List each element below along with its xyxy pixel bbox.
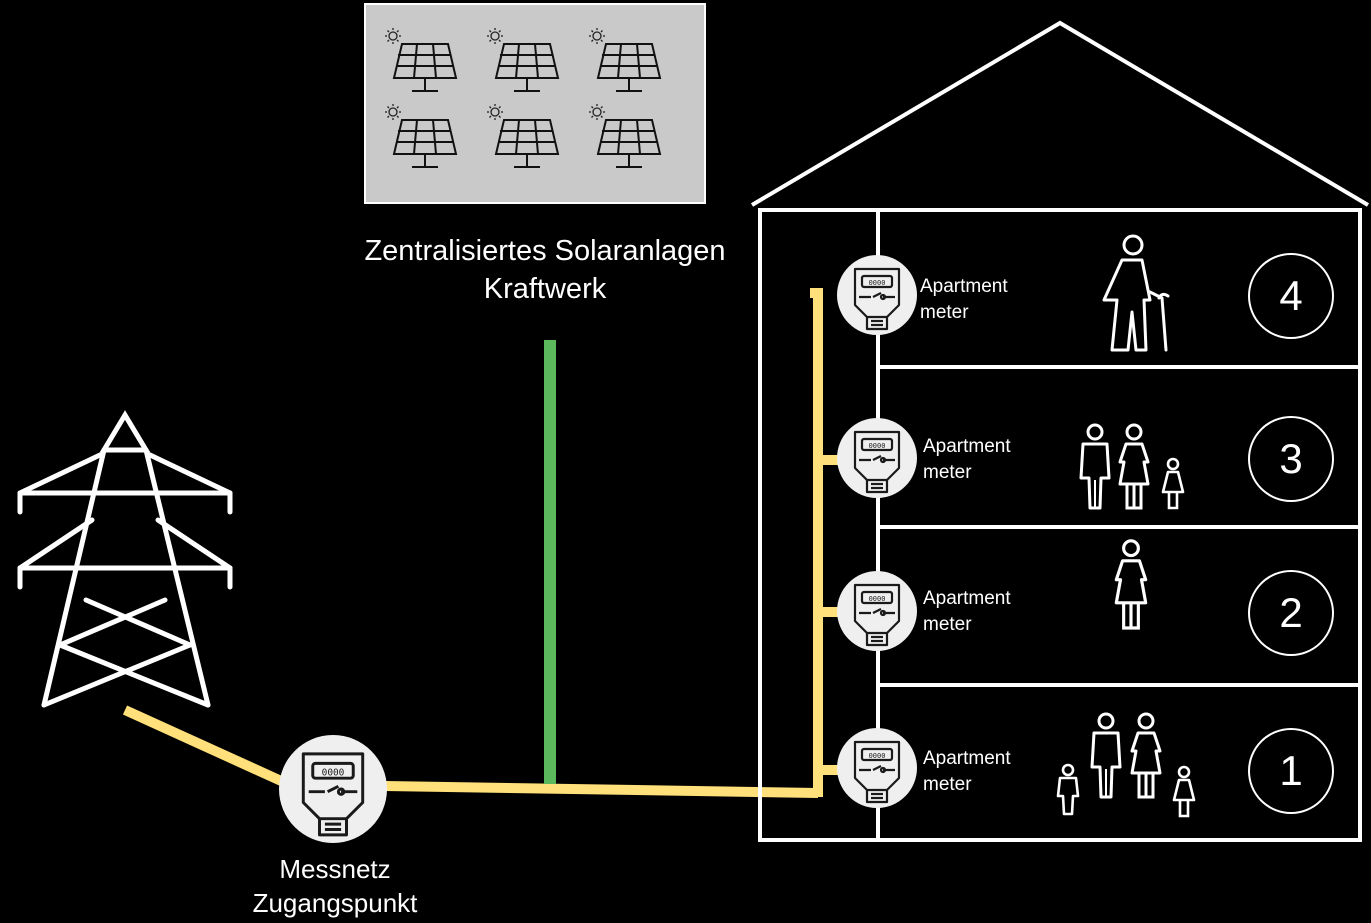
apartment-meter-label-2: Apartment meter: [923, 586, 1011, 638]
elderly-man-icon: [1102, 234, 1170, 352]
apartment-meter-icon-1: [835, 726, 919, 810]
meter-label-line1: Apartment: [923, 588, 1011, 609]
apartment-building: [750, 20, 1370, 842]
apartment-meter-icon-4: [835, 253, 919, 337]
apartment-meter-icon-3: [835, 416, 919, 500]
access-point-label-line1: Messnetz: [279, 854, 391, 884]
meter-label-line2: meter: [920, 302, 969, 323]
family-of-four-icon: [1056, 712, 1196, 818]
building-roof: [750, 20, 1370, 207]
power-pylon-icon: [17, 410, 233, 708]
access-point-meter-icon: [277, 733, 389, 845]
solar-plant-title-line2: Kraftwerk: [483, 273, 607, 305]
meter-label-line2: meter: [923, 462, 972, 483]
access-point-label: Messnetz Zugangspunkt: [235, 852, 435, 920]
apartment-meter-icon-2: [835, 569, 919, 653]
apartment-meter-label-4: Apartment meter: [920, 274, 1008, 326]
grid-connection-line: [122, 288, 845, 798]
unit-number-4: 4: [1248, 253, 1334, 339]
solar-plant: [364, 3, 706, 204]
couple-with-child-icon: [1079, 423, 1185, 510]
apartment-meter-label-3: Apartment meter: [923, 434, 1011, 486]
meter-label-line1: Apartment: [923, 748, 1011, 769]
unit-number-1: 1: [1248, 728, 1334, 814]
meter-label-line2: meter: [923, 774, 972, 795]
apartment-meter-label-1: Apartment meter: [923, 746, 1011, 798]
unit-number-2: 2: [1248, 570, 1334, 656]
meter-label-line2: meter: [923, 614, 972, 635]
meter-label-line1: Apartment: [920, 276, 1008, 297]
single-woman-icon: [1114, 539, 1148, 630]
unit-number-3: 3: [1248, 416, 1334, 502]
solar-plant-title: Zentralisiertes Solaranlagen Kraftwerk: [330, 232, 760, 308]
access-point-label-line2: Zugangspunkt: [252, 888, 418, 918]
meter-label-line1: Apartment: [923, 436, 1011, 457]
solar-plant-title-line1: Zentralisiertes Solaranlagen: [364, 235, 726, 267]
